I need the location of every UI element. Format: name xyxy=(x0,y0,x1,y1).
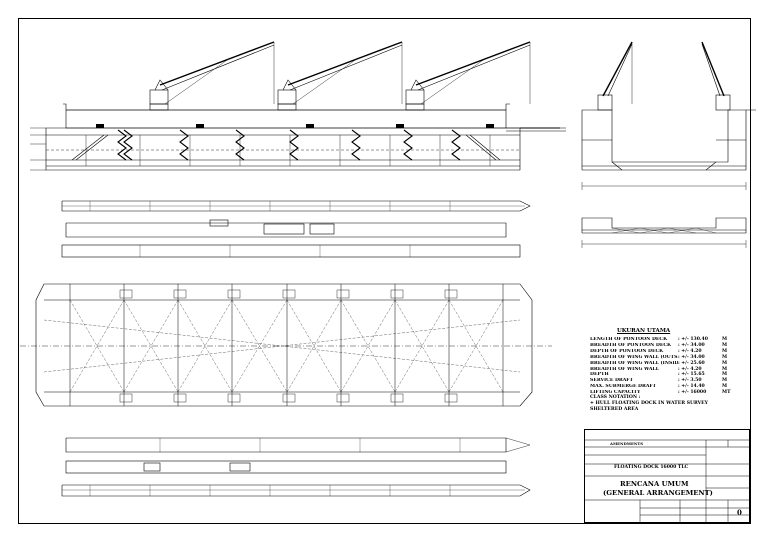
class-notation-title: CLASS NOTATION : xyxy=(590,395,641,400)
crane-icon xyxy=(149,41,275,111)
spec-value: : +/- 14.40 xyxy=(678,384,705,390)
crane-icon xyxy=(277,41,403,111)
crane-icon xyxy=(597,41,633,111)
spec-unit: M xyxy=(722,372,728,378)
spec-label: BREADTH OF WING WALL (OUTSIDE) xyxy=(590,354,678,360)
spec-row: SERVICE DRAFT : +/- 3.50 M xyxy=(590,378,750,384)
class-notation-line: SHELTERED AREA xyxy=(590,406,639,412)
spec-value: : +/- 25.60 xyxy=(678,360,705,366)
project-name: FLOATING DOCK 16000 TLC xyxy=(614,465,689,470)
spec-row: BREADTH OF WING WALL (INSIDE): +/- 25.60… xyxy=(590,361,750,367)
spec-value: : +/- 3.50 xyxy=(678,378,702,384)
spec-unit: M xyxy=(722,360,728,366)
spec-unit: M xyxy=(722,337,728,342)
title-block xyxy=(584,429,750,523)
spec-table-title: UKURAN UTAMA xyxy=(617,328,671,334)
spec-label: DEPTH xyxy=(590,372,609,378)
spec-value: : +/- 15.65 xyxy=(678,372,705,378)
class-notation: CLASS NOTATION : + HULL FLOATING DOCK IN… xyxy=(590,395,708,413)
spec-unit: M xyxy=(722,348,728,354)
spec-label: MAX. SUBMERGE DRAFT xyxy=(590,384,657,390)
deck-plan-upper xyxy=(61,200,531,258)
crane-icon xyxy=(701,41,731,111)
sheet-number: 0 xyxy=(737,508,742,517)
spec-label: SERVICE DRAFT xyxy=(590,378,633,384)
drawing-title-line-1: RENCANA UMUM xyxy=(620,480,689,488)
spec-label: DEPTH OF PONTOON DECK xyxy=(590,348,664,354)
class-notation-line: + HULL FLOATING DOCK IN WATER SURVEY xyxy=(590,400,708,406)
midship-section-view xyxy=(581,217,747,248)
title-block-grid xyxy=(584,439,750,523)
spec-row: MAX. SUBMERGE DRAFT : +/- 14.40 M xyxy=(590,384,750,390)
spec-label: LENGTH OF PONTOON DECK xyxy=(590,337,668,342)
spec-unit: M xyxy=(722,366,728,372)
spec-label: BREADTH OF WING WALL xyxy=(590,366,659,372)
spec-unit: M xyxy=(722,342,728,348)
title-block-header: AMENDMENTS xyxy=(610,441,643,446)
side-elevation-view xyxy=(30,41,566,171)
spec-row: BREADTH OF WING WALL (OUTSIDE): +/- 34.0… xyxy=(590,355,750,361)
pontoon-plan-view xyxy=(20,283,552,407)
end-section-view xyxy=(581,41,756,190)
spec-unit: M xyxy=(722,384,728,390)
spec-value: : +/- 34.00 xyxy=(678,354,705,360)
spec-value: : +/- 130.40 xyxy=(678,337,708,342)
spec-label: LIFTING CAPACITY xyxy=(590,390,641,396)
spec-unit: M xyxy=(722,378,728,384)
deck-plan-lower xyxy=(61,437,531,497)
spec-value: : +/- 4.20 xyxy=(678,348,702,354)
spec-value: : +/- 16000 xyxy=(678,390,707,396)
spec-row: DEPTH OF PONTOON DECK : +/- 4.20 M xyxy=(590,349,750,355)
drawing-title-line-2: (GENERAL ARRANGEMENT) xyxy=(603,489,713,497)
spec-row: LENGTH OF PONTOON DECK : +/- 130.40 M xyxy=(590,337,750,343)
spec-row: DEPTH : +/- 15.65 M xyxy=(590,372,750,378)
spec-row: LIFTING CAPACITY : +/- 16000 MT xyxy=(590,390,750,396)
spec-row: BREADTH OF PONTOON DECK : +/- 34.00 M xyxy=(590,343,750,349)
spec-value: : +/- 34.00 xyxy=(678,342,705,348)
spec-label: BREADTH OF PONTOON DECK xyxy=(590,342,671,348)
spec-unit: MT xyxy=(722,390,731,396)
crane-icon xyxy=(405,41,531,111)
spec-value: : +/- 4.20 xyxy=(678,366,702,372)
spec-row: BREADTH OF WING WALL : +/- 4.20 M xyxy=(590,367,750,373)
spec-label: BREADTH OF WING WALL (INSIDE) xyxy=(590,360,678,366)
spec-unit: M xyxy=(722,354,728,360)
drawing-frame xyxy=(18,18,751,524)
